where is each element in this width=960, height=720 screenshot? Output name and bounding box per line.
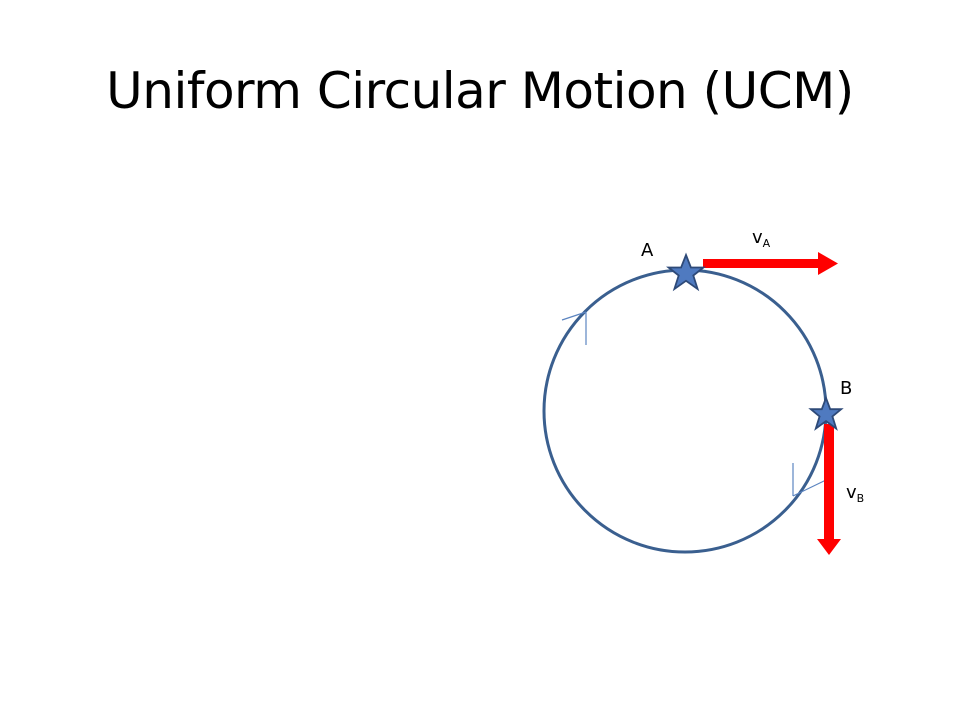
- star-icon: [666, 252, 706, 292]
- velocity-a-symbol: v: [752, 227, 763, 248]
- velocity-b-symbol: v: [846, 482, 857, 503]
- arrow-head-icon: [817, 539, 841, 555]
- velocity-vector-b: [817, 424, 841, 555]
- arrow-head-icon: [818, 252, 838, 275]
- direction-tick-lower-right: [792, 463, 827, 497]
- velocity-a-label: vA: [752, 227, 771, 250]
- slide-title: Uniform Circular Motion (UCM): [106, 62, 854, 120]
- velocity-vector-a: [703, 252, 838, 275]
- velocity-a-subscript: A: [763, 237, 771, 250]
- velocity-b-label: vB: [846, 482, 864, 505]
- star-icon: [808, 395, 844, 431]
- direction-tick-upper-left: [561, 311, 587, 345]
- velocity-b-subscript: B: [857, 492, 865, 505]
- point-a-label: A: [641, 240, 654, 261]
- point-b-label: B: [840, 378, 852, 399]
